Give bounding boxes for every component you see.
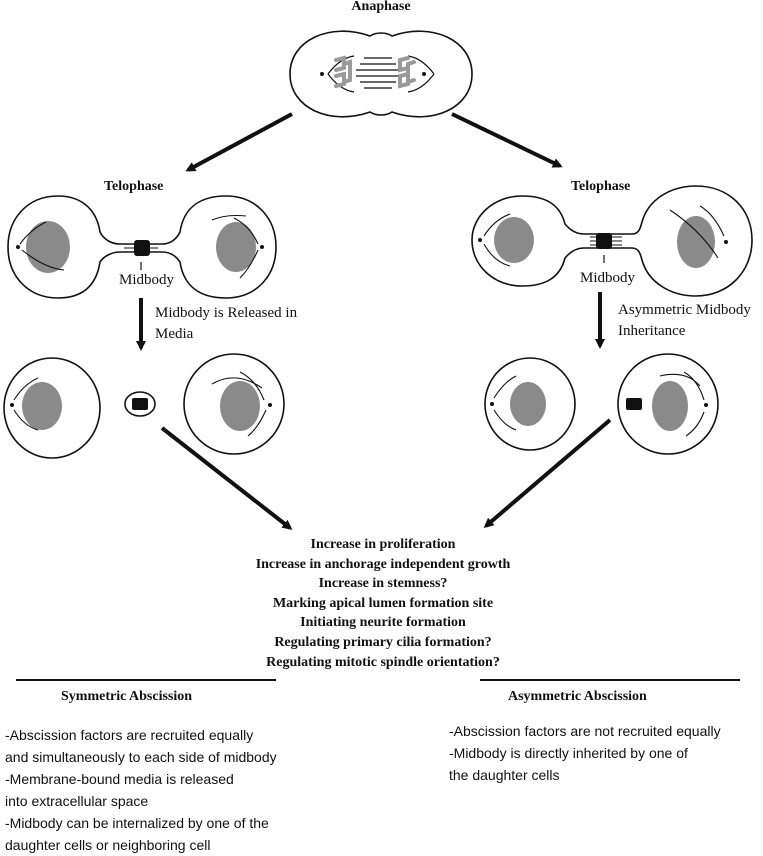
arrow-to-telophase-right — [451, 112, 563, 168]
telophase-left-cell — [7, 195, 277, 299]
centrosome — [724, 240, 728, 244]
outcome-item: Increase in anchorage independent growth — [255, 556, 511, 572]
symmetric-daughter-cells — [3, 353, 285, 459]
nucleus — [220, 381, 260, 431]
midbody-label-left: Midbody — [119, 272, 175, 288]
midbody-label-right: Midbody — [580, 270, 636, 286]
anaphase-cell — [289, 30, 473, 118]
note-line: -Abscission factors are recruited equall… — [5, 727, 254, 743]
asymmetric-inheritance-text: Asymmetric Midbody Inheritance — [618, 300, 751, 342]
telophase-right-cell — [471, 185, 753, 297]
inherited-midbody — [626, 398, 642, 410]
centrosome-right — [422, 72, 426, 76]
transition-line: Midbody is Released in — [155, 305, 298, 321]
note-line: and simultaneously to each side of midbo… — [5, 749, 277, 765]
note-line: the daughter cells — [449, 767, 560, 783]
outcome-item: Regulating primary cilia formation? — [274, 634, 492, 650]
note-line: -Membrane-bound media is released — [5, 771, 234, 787]
note-line: daughter cells or neighboring cell — [5, 837, 211, 853]
transition-line: Asymmetric Midbody — [618, 302, 751, 318]
outcomes-list: Increase in proliferation Increase in an… — [200, 535, 566, 672]
nucleus — [677, 216, 715, 268]
midbody — [132, 398, 148, 410]
centrosome — [478, 238, 482, 242]
arrow-symmetric-to-outcomes — [160, 426, 293, 530]
symmetric-notes: -Abscission factors are recruited equall… — [5, 724, 277, 856]
note-line: into extracellular space — [5, 793, 149, 809]
note-line: -Midbody is directly inherited by one of — [449, 745, 688, 761]
outcome-item: Marking apical lumen formation site — [272, 595, 494, 611]
asymmetric-notes: -Abscission factors are not recruited eq… — [449, 720, 721, 786]
nucleus — [216, 222, 256, 272]
centrosome — [260, 245, 264, 249]
asymmetric-divider — [480, 679, 740, 681]
outcome-item: Increase in proliferation — [310, 537, 456, 552]
note-line: -Abscission factors are not recruited eq… — [449, 723, 721, 739]
asymmetric-daughter-cells — [484, 353, 719, 455]
nucleus — [652, 381, 688, 431]
centrosome-left — [320, 72, 324, 76]
anaphase-spindle — [327, 55, 435, 93]
arrow-to-telophase-left — [185, 112, 293, 172]
nucleus — [494, 217, 534, 263]
note-line: -Midbody can be internalized by one of t… — [5, 815, 269, 831]
nucleus — [510, 382, 546, 426]
outcome-item: Regulating mitotic spindle orientation? — [266, 654, 500, 670]
telophase-right-label: Telophase — [571, 179, 631, 194]
outcome-item: Increase in stemness? — [318, 576, 448, 592]
arrow-asymmetric-to-outcomes — [483, 418, 612, 528]
centrosome — [16, 245, 20, 249]
symmetric-abscission-title: Symmetric Abscission — [61, 689, 193, 704]
midbody — [596, 233, 612, 249]
telophase-left-label: Telophase — [104, 179, 164, 194]
asymmetric-abscission-title: Asymmetric Abscission — [508, 689, 647, 704]
anaphase-membrane — [289, 30, 473, 118]
anaphase-chromosomes — [334, 55, 416, 89]
outcome-item: Initiating neurite formation — [300, 615, 466, 631]
symmetric-divider — [16, 679, 276, 681]
nucleus — [22, 382, 62, 430]
transition-line: Media — [155, 326, 194, 342]
midbody — [134, 240, 150, 256]
transition-line: Inheritance — [618, 323, 686, 339]
released-in-media-text: Midbody is Released in Media — [155, 303, 297, 345]
anaphase-label: Anaphase — [351, 0, 411, 14]
nucleus — [26, 221, 70, 273]
